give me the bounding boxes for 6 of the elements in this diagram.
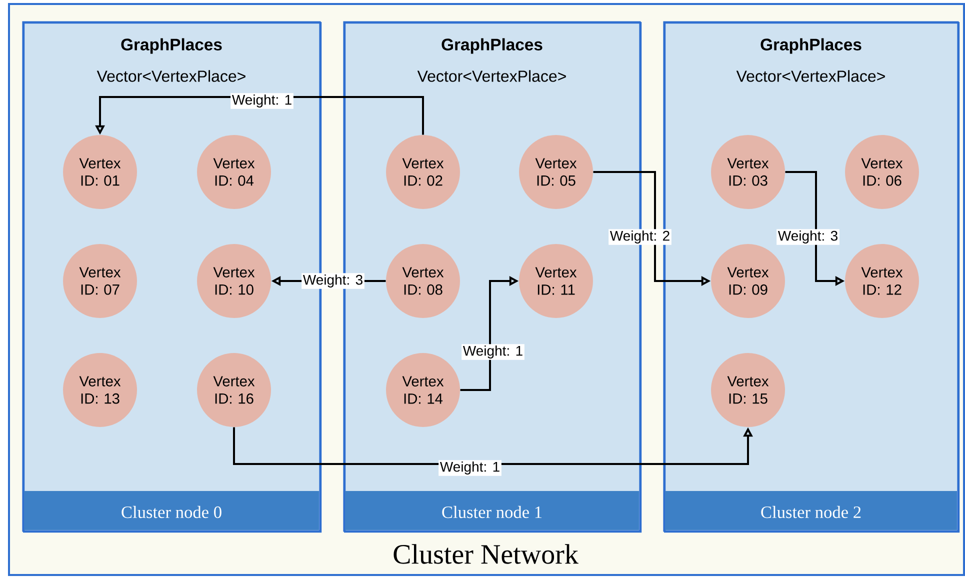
edge-label: Weight: 1 <box>462 344 524 360</box>
edge-label: Weight: 1 <box>230 93 294 109</box>
edge-label: Weight: 1 <box>438 460 502 476</box>
edge-label: Weight: 3 <box>302 273 364 289</box>
edge-label: Weight: 2 <box>608 229 672 245</box>
edge-label: Weight: 3 <box>776 229 840 245</box>
